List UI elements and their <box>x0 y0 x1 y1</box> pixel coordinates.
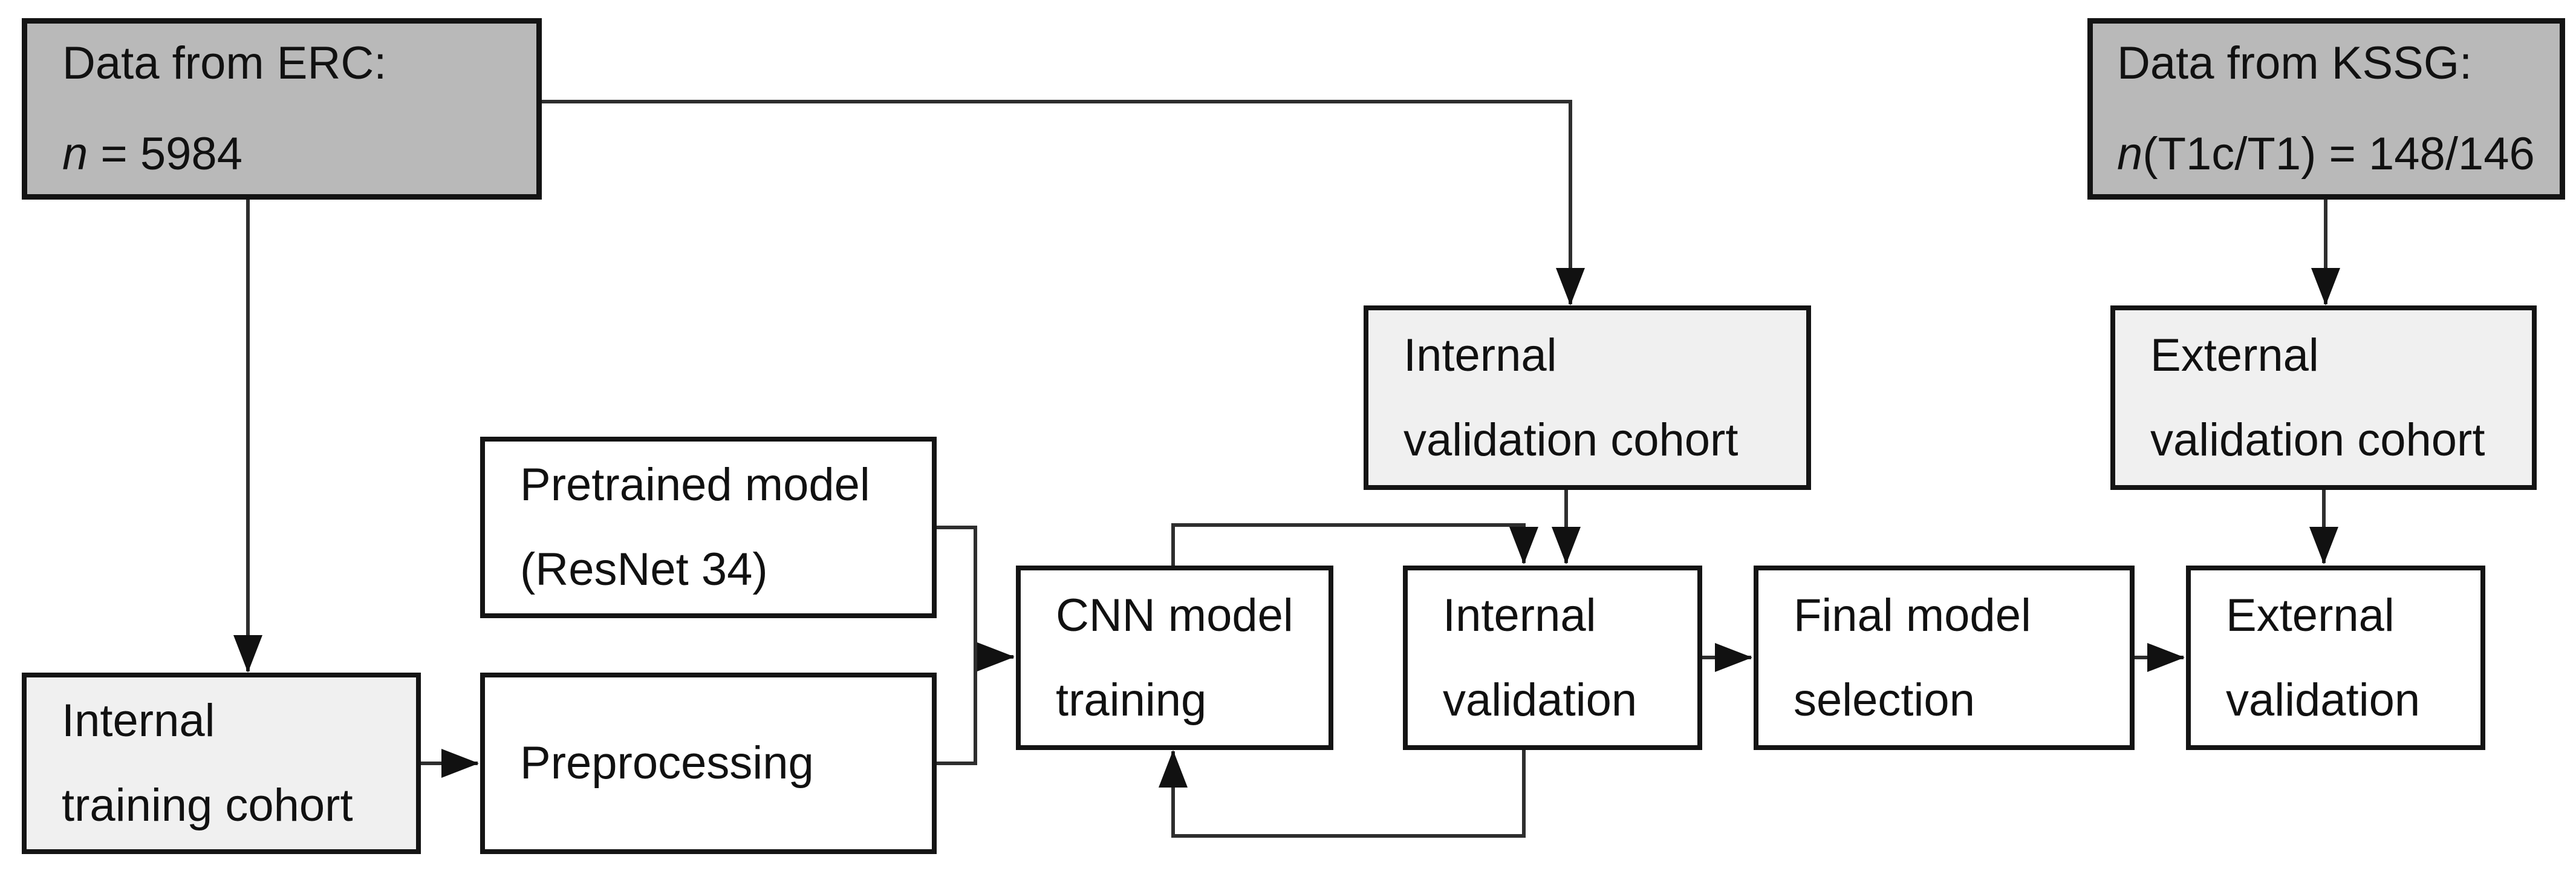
box-label-line: (ResNet 34) <box>520 544 768 595</box>
box-label-line: CNN model <box>1056 589 1293 641</box>
bracket-pretrained-and-preprocessing <box>934 526 977 765</box>
box-data-kssg-count: n(T1c/T1) = 148/146 <box>2117 109 2535 200</box>
box-label-line: Internal <box>1443 589 1596 641</box>
n-value: = 5984 <box>88 128 242 180</box>
arrow-erc-to-internal-validation-cohort <box>538 100 1585 305</box>
box-label-line: External <box>2150 329 2319 381</box>
box-data-erc: Data from ERC: n = 5984 <box>22 18 542 200</box>
box-label-line: training cohort <box>62 780 353 831</box>
n-symbol: n <box>62 128 88 180</box>
box-label-line: External <box>2226 589 2395 641</box>
box-cnn-model-training: CNN model training <box>1016 566 1333 750</box>
box-internal-training-cohort: Internal training cohort <box>22 673 421 854</box>
box-label-line: Pretrained model <box>520 459 870 511</box>
box-label-line: validation <box>2226 674 2421 726</box>
box-external-validation: External validation <box>2186 566 2485 750</box>
box-data-erc-count: n = 5984 <box>62 109 242 200</box>
box-label-line: Final model <box>1794 589 2031 641</box>
box-data-erc-title: Data from ERC: <box>62 38 387 89</box>
box-final-model-selection: Final model selection <box>1754 566 2135 750</box>
n-symbol: n <box>2117 128 2143 180</box>
box-label-line: validation cohort <box>2150 414 2485 466</box>
arrow-internal-validation-feedback-to-cnn-training <box>1159 749 1526 838</box>
box-pretrained-model: Pretrained model (ResNet 34) <box>480 437 937 618</box>
box-label-line: validation cohort <box>1403 414 1738 466</box>
box-internal-validation: Internal validation <box>1403 566 1702 750</box>
box-label-line: Internal <box>1403 329 1557 381</box>
box-label-line: Preprocessing <box>520 737 814 789</box>
n-value: (T1c/T1) = 148/146 <box>2142 128 2535 180</box>
box-data-kssg-title: Data from KSSG: <box>2117 38 2473 89</box>
box-label-line: training <box>1056 674 1207 726</box>
box-preprocessing: Preprocessing <box>480 673 937 854</box>
box-internal-validation-cohort: Internal validation cohort <box>1364 305 1811 490</box>
box-external-validation-cohort: External validation cohort <box>2110 305 2537 490</box>
box-label-line: selection <box>1794 674 1975 726</box>
arrow-cnn-training-to-internal-validation <box>1171 523 1538 567</box>
box-label-line: validation <box>1443 674 1638 726</box>
box-data-kssg: Data from KSSG: n(T1c/T1) = 148/146 <box>2087 18 2565 200</box>
box-label-line: Internal <box>62 695 215 746</box>
